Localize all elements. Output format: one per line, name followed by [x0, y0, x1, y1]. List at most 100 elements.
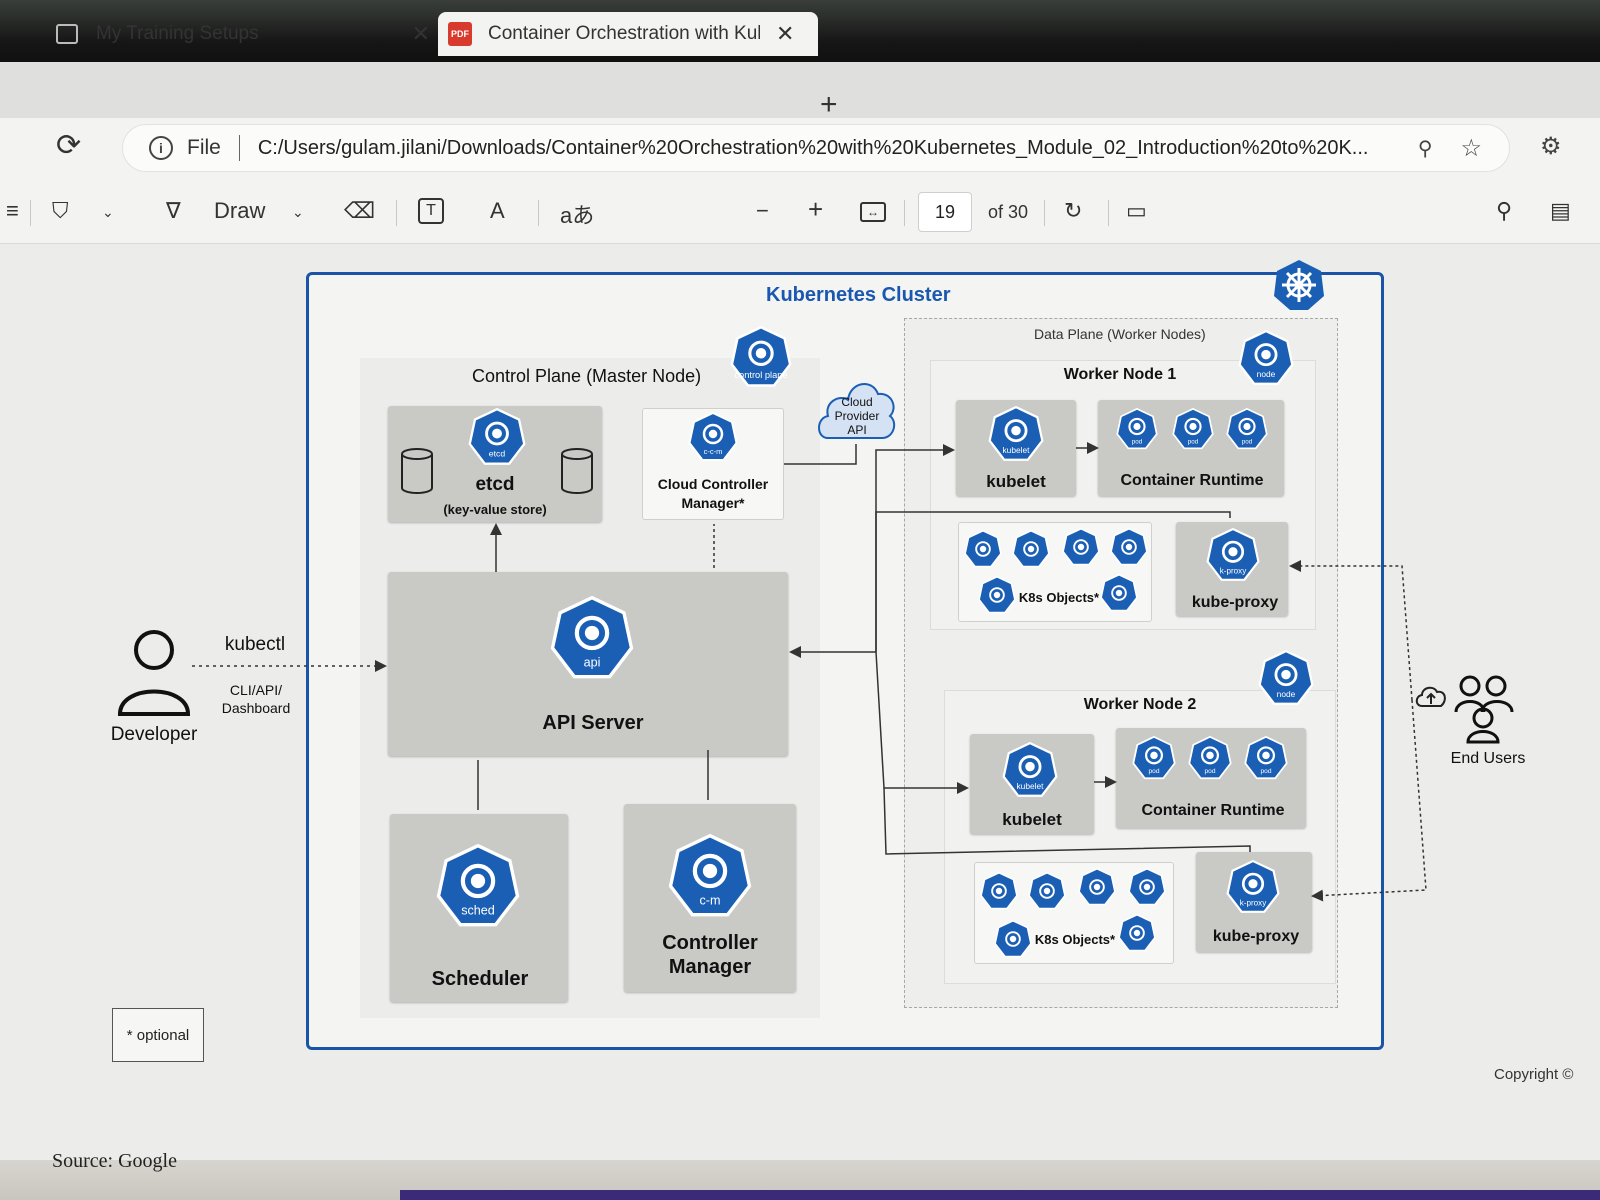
kubelet-icon: kubelet [988, 406, 1044, 461]
kube-proxy-icon: k-proxy [1206, 528, 1260, 581]
monitor-bezel-bottom [0, 1160, 1600, 1200]
etcd-sublabel: (key-value store) [443, 502, 547, 517]
kube-proxy-icon: k-proxy [1226, 860, 1280, 913]
draw-icon[interactable]: ∇ [166, 198, 181, 223]
node-icon: node [1258, 650, 1314, 705]
icon-caption: k-proxy [1240, 898, 1267, 907]
sidebar-icon[interactable]: ▤ [1550, 198, 1571, 223]
helm-icon [1274, 260, 1324, 310]
job-icon [1128, 868, 1166, 906]
icon-caption: sched [461, 904, 495, 918]
k8s-objects-label: K8s Objects* [1018, 590, 1100, 605]
page-icon [56, 24, 78, 44]
icon-caption: node [1257, 369, 1276, 379]
cli-label-line1: CLI/API/ [229, 682, 283, 698]
tab-bar [0, 62, 1600, 118]
text-box-icon[interactable]: T [418, 198, 444, 224]
tab-container-orchestration[interactable]: PDF Container Orchestration with Kub ✕ [438, 12, 818, 56]
kubectl-label: kubectl [224, 634, 286, 655]
ccm-label-line2: Manager* [681, 495, 745, 511]
menu-icon[interactable]: ≡ [6, 198, 19, 223]
chevron-down-icon[interactable]: ⌄ [292, 204, 304, 220]
icon-caption: k-proxy [1220, 566, 1247, 575]
svc-icon [1062, 528, 1100, 566]
divider [238, 135, 240, 161]
pod-icon: pod [1132, 736, 1176, 780]
divider [30, 200, 31, 226]
developer-icon [117, 630, 191, 716]
pdf-toolbar: ≡ ⛉ ⌄ ∇ Draw ⌄ ⌫ T A aあ − + ↔ 19 of 30 ↻… [0, 180, 1600, 244]
pod-icon: pod [1188, 736, 1232, 780]
page-view-icon[interactable]: ▭ [1126, 198, 1147, 223]
cloud-controller-manager-icon: c-c-m [688, 412, 738, 461]
scheduler-label: Scheduler [431, 968, 529, 990]
pdf-icon: PDF [448, 22, 472, 46]
cloud-icon [818, 383, 896, 439]
rs-icon [1028, 872, 1066, 910]
icon-caption: pod [1260, 768, 1271, 775]
page-total: of 30 [988, 202, 1029, 222]
search-icon[interactable]: ⚲ [1496, 198, 1513, 223]
api-server-label: API Server [542, 712, 644, 734]
cluster-title: Kubernetes Cluster [766, 284, 951, 306]
read-aloud-icon[interactable]: A [490, 198, 505, 223]
reload-icon[interactable]: ⟳ [56, 129, 82, 162]
address-bar[interactable]: i File C:/Users/gulam.jilani/Downloads/C… [122, 124, 1510, 172]
pod-icon: pod [1172, 408, 1214, 450]
cloud-label-line1: Cloud [841, 395, 873, 409]
chevron-down-icon[interactable]: ⌄ [102, 204, 114, 220]
controller-manager-label-line1: Controller [662, 932, 758, 954]
control-plane-title: Control Plane (Master Node) [472, 366, 702, 386]
ccm-label-line1: Cloud Controller [657, 476, 769, 492]
tab-label: My Training Setups [95, 23, 259, 44]
data-plane-title: Data Plane (Worker Nodes) [1034, 326, 1206, 342]
icon-caption: pod [1132, 438, 1143, 445]
eraser-icon[interactable]: ⌫ [344, 198, 376, 223]
controller-manager-icon: c-m [668, 834, 752, 917]
fit-width-icon[interactable]: ↔ [860, 202, 886, 222]
scheme-label: File [187, 136, 221, 159]
kubelet-label: kubelet [1002, 810, 1062, 829]
icon-caption: api [584, 656, 601, 670]
end-users-icon [1454, 675, 1514, 744]
highlight-icon[interactable]: ⛉ [52, 198, 69, 223]
etcd-icon: etcd [468, 408, 526, 465]
zoom-icon[interactable]: ⚲ [1417, 137, 1433, 160]
extensions-icon[interactable]: ⚙ [1540, 133, 1562, 160]
database-icon [561, 448, 593, 494]
new-tab-button[interactable]: + [820, 88, 838, 121]
controller-manager-label-line2: Manager [668, 956, 752, 978]
icon-caption: c-m [700, 894, 721, 908]
job-icon [1110, 528, 1148, 566]
url-text[interactable]: C:/Users/gulam.jilani/Downloads/Containe… [257, 136, 1369, 159]
cloud-upload-icon [1415, 686, 1446, 707]
sts-icon [1100, 574, 1138, 612]
ns-icon [994, 920, 1032, 958]
close-icon[interactable]: ✕ [411, 21, 430, 46]
divider [904, 200, 905, 226]
zoom-out-button[interactable]: − [756, 198, 769, 223]
divider [1044, 200, 1045, 226]
icon-caption: kubelet [1016, 781, 1044, 791]
kubelet-icon: kubelet [1002, 742, 1058, 797]
icon-caption: control plane [734, 370, 787, 380]
kube-proxy-label: kube-proxy [1212, 928, 1300, 945]
address-row: ⟳ i File C:/Users/gulam.jilani/Downloads… [0, 118, 1600, 180]
ns-icon [978, 576, 1016, 614]
decor-strip [400, 1190, 1600, 1200]
cloud-label-line3: API [847, 423, 867, 437]
close-icon[interactable]: ✕ [776, 21, 795, 46]
draw-button[interactable]: Draw [214, 198, 266, 223]
rotate-icon[interactable]: ↻ [1064, 198, 1083, 223]
translate-icon[interactable]: aあ [560, 203, 595, 228]
icon-caption: pod [1242, 438, 1253, 445]
icon-caption: c-c-m [704, 447, 723, 456]
tab-my-training-setups[interactable]: My Training Setups ✕ [40, 12, 430, 56]
icon-caption: kubelet [1002, 445, 1030, 455]
page-number-input[interactable]: 19 [918, 192, 972, 232]
control-plane-icon: control plane [730, 326, 792, 387]
star-icon[interactable]: ☆ [1460, 134, 1483, 162]
zoom-in-button[interactable]: + [808, 194, 824, 224]
info-icon[interactable]: i [149, 136, 173, 160]
deploy-icon [964, 530, 1002, 568]
